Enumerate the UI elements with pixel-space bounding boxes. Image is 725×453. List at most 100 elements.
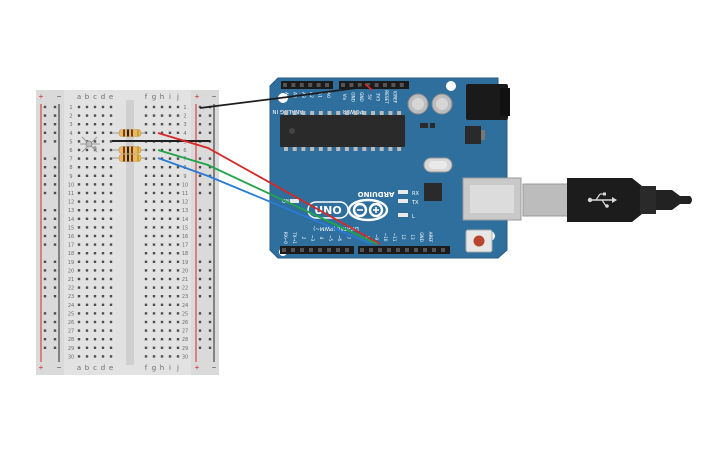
breadboard-hole <box>93 131 97 134</box>
led[interactable] <box>85 140 93 148</box>
rail-hole <box>208 114 212 117</box>
column-label-c: c <box>93 364 97 372</box>
breadboard-hole <box>152 329 156 332</box>
breadboard-hole <box>152 243 156 246</box>
rail-plus-top-right: + <box>195 92 200 101</box>
breadboard-hole <box>144 157 148 160</box>
wire-black-gnd[interactable] <box>199 97 281 109</box>
row-label: 5 <box>183 139 186 145</box>
breadboard-hole <box>176 346 180 349</box>
rail-hole <box>198 209 202 212</box>
row-label: 13 <box>182 208 188 214</box>
rail-hole <box>208 320 212 324</box>
breadboard-hole <box>160 355 164 358</box>
rail-hole <box>208 260 212 263</box>
breadboard-hole <box>101 131 105 134</box>
breadboard-hole <box>93 269 97 272</box>
center-channel <box>126 100 134 365</box>
breadboard-hole <box>168 252 172 255</box>
breadboard-hole <box>85 131 89 134</box>
rail-hole <box>53 114 57 117</box>
rail-hole <box>198 329 202 332</box>
rail-hole <box>53 277 57 281</box>
breadboard-hole <box>93 200 97 203</box>
breadboard-hole <box>85 217 89 220</box>
row-label: 19 <box>182 260 188 266</box>
led-cluster[interactable] <box>80 136 100 153</box>
row-label: 7 <box>183 157 186 163</box>
infinity-logo-icon <box>347 198 389 222</box>
breadboard-hole <box>101 303 105 306</box>
rail-hole <box>208 269 212 272</box>
wire-green[interactable] <box>157 149 378 245</box>
rail-hole <box>208 123 212 126</box>
rail-hole <box>198 269 202 272</box>
rail-hole <box>198 260 202 263</box>
breadboard-hole <box>144 286 148 289</box>
breadboard-hole <box>168 338 172 341</box>
breadboard-hole <box>93 226 97 229</box>
breadboard-hole <box>168 174 172 177</box>
breadboard-hole <box>93 286 97 289</box>
breadboard-hole <box>85 226 89 229</box>
breadboard-hole <box>144 166 148 169</box>
digital-pin-label: RX←0 <box>283 232 288 244</box>
resistor-2[interactable] <box>112 146 146 154</box>
rail-hole <box>208 243 212 246</box>
breadboard-hole <box>176 355 180 358</box>
breadboard-hole <box>109 148 113 152</box>
digital-pin-label: 4 <box>319 237 324 240</box>
breadboard-hole <box>160 166 164 169</box>
rail-hole <box>43 123 47 126</box>
rail-minus-top-left: − <box>57 92 62 101</box>
breadboard-hole <box>109 105 113 109</box>
breadboard-hole <box>109 217 113 220</box>
usb-cable[interactable] <box>522 178 692 222</box>
breadboard-hole <box>176 329 180 332</box>
breadboard-hole <box>168 166 172 169</box>
rail-hole <box>53 329 57 332</box>
power-analog-header[interactable] <box>281 81 409 89</box>
breadboard-hole <box>85 329 89 332</box>
digital-header[interactable] <box>280 246 450 254</box>
wire-red[interactable] <box>157 132 381 245</box>
rail-hole <box>53 320 57 324</box>
breadboard-hole <box>176 303 180 306</box>
breadboard-hole <box>176 260 180 263</box>
rail-hole <box>198 191 202 195</box>
breadboard-hole <box>144 338 148 341</box>
power-pin-label: GND <box>359 92 364 102</box>
breadboard-hole <box>85 355 89 358</box>
dc-power-jack[interactable] <box>466 84 508 120</box>
breadboard-hole <box>93 303 97 306</box>
analog-pin-label: A1 <box>317 92 323 98</box>
breadboard-hole <box>93 338 97 341</box>
breadboard-hole <box>160 243 164 246</box>
row-label: 9 <box>183 174 186 180</box>
rail-hole <box>208 157 212 160</box>
resistor-3[interactable] <box>112 154 146 162</box>
column-label-f: f <box>145 93 148 101</box>
row-label: 4 <box>69 131 72 137</box>
breadboard-hole <box>101 252 105 255</box>
breadboard-hole <box>101 312 105 315</box>
resistor-1[interactable] <box>112 129 146 137</box>
breadboard-hole <box>176 277 180 281</box>
breadboard-hole <box>109 191 113 195</box>
reset-button-cap[interactable] <box>473 235 485 247</box>
breadboard-hole <box>93 312 97 315</box>
rail-hole <box>198 312 202 315</box>
breadboard-hole <box>160 131 164 134</box>
rail-hole <box>208 166 212 169</box>
rail-plus-bottom-right: + <box>195 363 200 372</box>
wire-blue[interactable] <box>157 157 373 245</box>
row-label: 22 <box>182 286 188 292</box>
breadboard-hole <box>160 105 164 109</box>
rail-hole <box>53 286 57 289</box>
rail-hole <box>43 174 47 177</box>
breadboard-hole <box>101 209 105 212</box>
rail-hole <box>43 260 47 263</box>
